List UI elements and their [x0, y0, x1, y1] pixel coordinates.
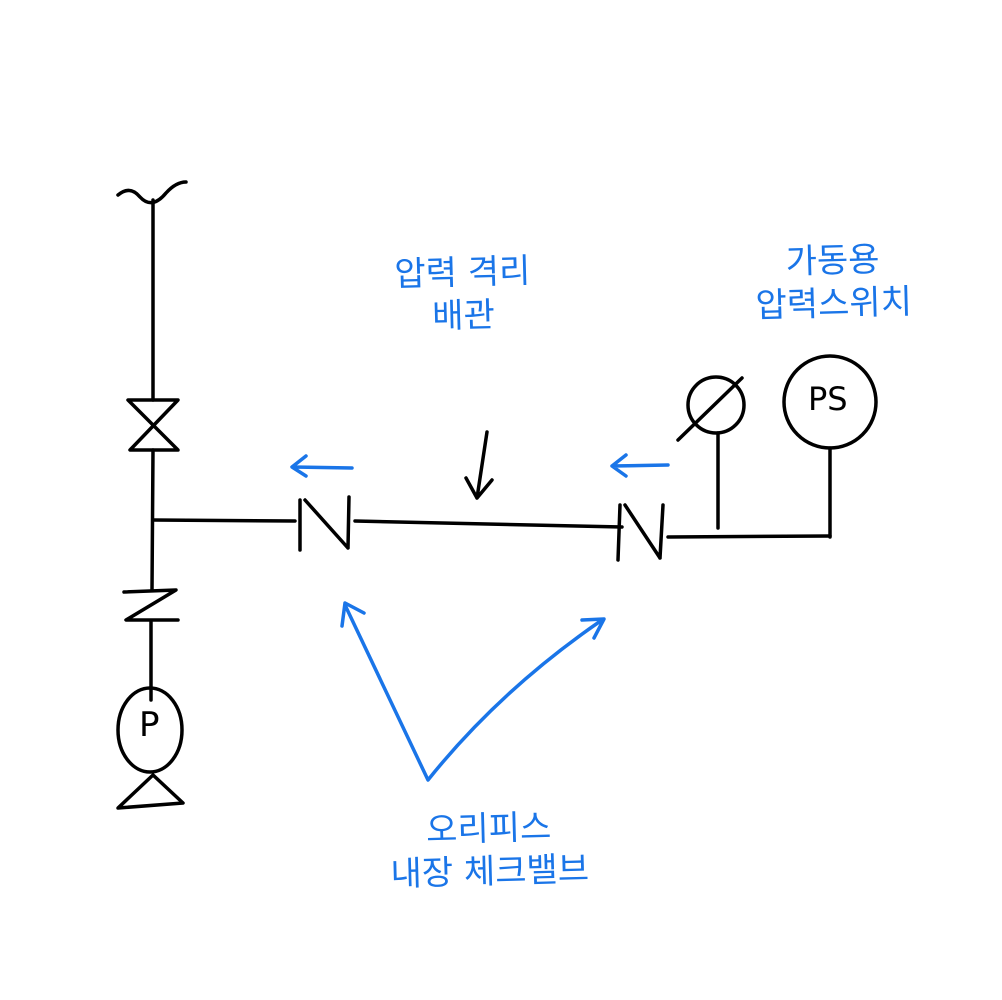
pressure-gauge-circle: [686, 375, 746, 435]
pressure-switch-line-1: 가동용: [785, 239, 881, 283]
isolation-arrow: [464, 430, 494, 500]
riser-check-valve: [122, 588, 180, 622]
horizontal-pipe: [151, 518, 832, 539]
gate-valve: [126, 398, 180, 452]
pressure-gauge-needle: [676, 376, 744, 530]
check-valve-label: 오리피스 내장 체크밸브: [389, 805, 590, 895]
isolation-pipe-line-1: 압력 격리: [393, 251, 531, 295]
pressure-switch-label: 가동용 압력스위치: [754, 238, 913, 327]
pump-base: [116, 773, 185, 810]
check-valve-1: [298, 495, 351, 552]
isolation-pipe-line-2: 배관: [431, 294, 496, 337]
pressure-switch-line-2: 압력스위치: [755, 281, 913, 326]
check-valve-2: [616, 503, 665, 562]
check-valve-pointer: [340, 601, 606, 782]
isolation-pipe-label: 압력 격리 배관: [394, 250, 532, 339]
pump-circle: [116, 686, 184, 774]
check-valve-line-2: 내장 체크밸브: [390, 848, 590, 895]
pipe-break-symbol: [116, 180, 188, 205]
pressure-switch-symbol: PS: [808, 380, 848, 418]
flow-arrow-1: [290, 454, 354, 478]
check-valve-line-1: 오리피스: [425, 807, 552, 851]
flow-arrow-2: [610, 453, 670, 478]
pump-label: P: [139, 705, 160, 745]
